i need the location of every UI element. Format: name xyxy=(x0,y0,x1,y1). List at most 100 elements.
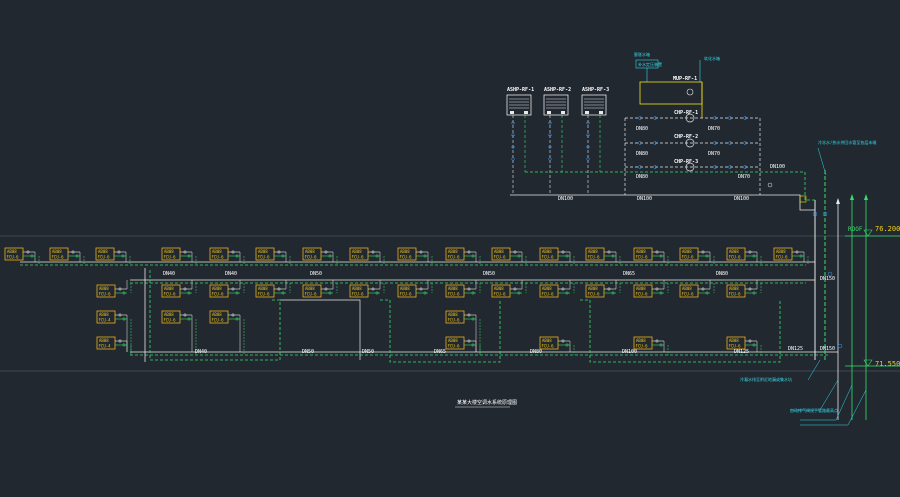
fan-coil-box xyxy=(633,284,653,298)
fan-coil-box xyxy=(96,336,116,350)
valve-icon xyxy=(471,343,475,347)
valve-icon xyxy=(705,291,709,295)
fan-coil-box xyxy=(255,247,275,261)
valve-icon xyxy=(328,254,332,258)
fan-coil-id: FCU-6 xyxy=(729,255,742,260)
makeup-water-unit xyxy=(639,81,703,105)
heat-pump-label-1: ASHP-RF-1 xyxy=(507,87,534,93)
fan-coil-tag: AB08 xyxy=(776,249,786,254)
heat-pump-label-2: ASHP-RF-2 xyxy=(544,87,571,93)
valve-icon xyxy=(748,287,752,291)
fan-coil-tag: AB08 xyxy=(729,286,739,291)
heat-pump-body xyxy=(506,94,532,116)
pipe-size-label: DN125 xyxy=(734,349,749,355)
valve-icon xyxy=(701,287,705,291)
valve-icon xyxy=(548,133,552,137)
fan-coil-tag: AB08 xyxy=(448,286,458,291)
fan-coil-id: FCU-6 xyxy=(729,344,742,349)
valve-icon xyxy=(26,250,30,254)
fan-coil-box xyxy=(349,284,369,298)
fan-coil-box xyxy=(726,336,746,350)
valve-icon xyxy=(277,287,281,291)
valve-icon xyxy=(511,133,515,137)
fan-coil-id: FCU-6 xyxy=(212,318,225,323)
valve-icon xyxy=(122,291,126,295)
fan-coil-id: FCU-6 xyxy=(98,255,111,260)
fan-coil-tag: AB08 xyxy=(542,249,552,254)
valve-icon xyxy=(187,317,191,321)
note-bottom-right-1: 冷凝水排至附近地漏或集水坑 xyxy=(740,376,792,382)
valve-icon xyxy=(235,291,239,295)
fan-coil-tag: AB08 xyxy=(448,338,458,343)
roof-equipment xyxy=(506,59,843,349)
valve-icon xyxy=(277,250,281,254)
valve-icon xyxy=(187,254,191,258)
pipe-size-label: DN100 xyxy=(558,196,573,202)
fan-coil-tag: AB08 xyxy=(400,286,410,291)
fan-coil-box xyxy=(445,284,465,298)
valve-icon xyxy=(659,343,663,347)
valve-icon xyxy=(638,116,642,120)
valve-icon xyxy=(638,141,642,145)
valve-icon xyxy=(419,250,423,254)
fan-coil-id: FCU-6 xyxy=(7,255,20,260)
fan-coil-id: FCU-6 xyxy=(542,344,555,349)
valve-icon xyxy=(611,254,615,258)
pipe-size-label: DN80 xyxy=(530,349,542,355)
fan-coil-tag: AB08 xyxy=(729,338,739,343)
fan-coil-tag: AB08 xyxy=(494,249,504,254)
zone-loop xyxy=(280,299,361,360)
flow-arrow xyxy=(836,198,840,204)
valve-icon xyxy=(183,287,187,291)
pipe-size-label: DN65 xyxy=(623,271,635,277)
fan-coil-id: FCU-6 xyxy=(588,255,601,260)
fan-coil-tag: AB08 xyxy=(636,249,646,254)
valve-icon xyxy=(812,211,818,217)
valve-icon xyxy=(471,291,475,295)
pipe-size-label: DN150 xyxy=(820,346,835,352)
valve-icon xyxy=(281,291,285,295)
fan-coil-id: FCU-6 xyxy=(352,292,365,297)
fan-coil-box xyxy=(4,247,24,261)
valve-icon xyxy=(371,287,375,291)
fan-coil-id: FCU-6 xyxy=(400,292,413,297)
valve-icon xyxy=(187,291,191,295)
fan-coil-box xyxy=(679,284,699,298)
pump-icon xyxy=(685,113,695,123)
makeup-unit-id: MUP-RF-1 xyxy=(673,76,697,82)
valve-icon xyxy=(183,313,187,317)
fan-coil-box xyxy=(726,247,746,261)
pump-label-3: CHP-RF-3 xyxy=(674,159,698,165)
air-source-heat-pump xyxy=(543,94,569,161)
fan-coil-tag: AB08 xyxy=(729,249,739,254)
valve-icon xyxy=(118,287,122,291)
fan-coil-tag: AB08 xyxy=(98,249,108,254)
leader-line xyxy=(800,389,867,426)
valve-icon xyxy=(565,343,569,347)
pipe-size-label: DN50 xyxy=(362,349,374,355)
fan-coil-id: FCU-6 xyxy=(258,292,271,297)
fan-coil-id: FCU-6 xyxy=(164,292,177,297)
fan-coil-box xyxy=(491,247,511,261)
fan-coil-id: FCU-6 xyxy=(448,292,461,297)
flow-arrow xyxy=(864,194,868,200)
valve-icon xyxy=(822,211,828,217)
fan-coil-box xyxy=(96,310,116,324)
fan-coil-id: FCU-6 xyxy=(99,292,112,297)
heat-pump-foot xyxy=(561,111,565,114)
